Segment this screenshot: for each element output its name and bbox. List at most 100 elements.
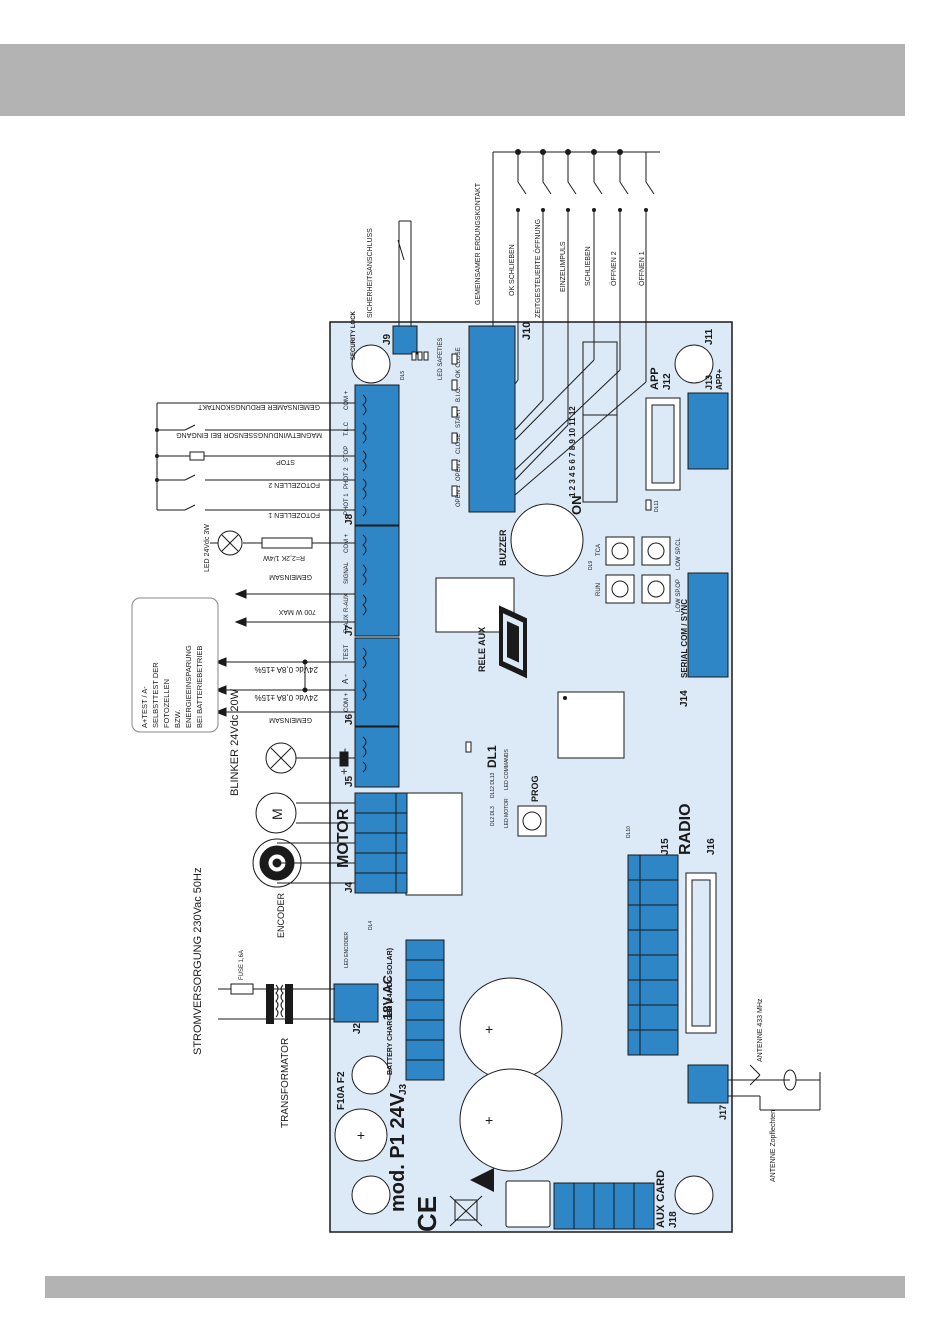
terminal-j3 (405, 939, 445, 1081)
label-antenne-433: ANTENNE 433 MHz (757, 998, 764, 1062)
tca-label: TCA (596, 544, 602, 556)
mounting-hole-mid-left (351, 1055, 391, 1095)
label-gemeinsam: GEMEINSAM (269, 573, 312, 580)
terminal-j17-antenna (687, 1064, 729, 1104)
relay-label: RELE AUX (477, 627, 487, 672)
j2-label: J2 (352, 1022, 363, 1034)
input-close: CLOSE (456, 434, 462, 454)
j8-label: J8 (344, 513, 355, 525)
led-lamp-wiring (210, 530, 355, 556)
input-open1: OPEN 1 (456, 484, 462, 507)
j15-label: J15 (660, 838, 671, 855)
label-encoder: ENCODER (276, 892, 286, 938)
input-open2: OPEN 2 (456, 458, 462, 481)
led-safeties-label: LED SAFETIES (438, 338, 444, 380)
dip-numbers: 1 2 3 4 5 6 7 8 9 10 11 12 (568, 406, 577, 497)
footer-bar (45, 1276, 905, 1298)
input-start: START (456, 409, 462, 428)
label-antenne-zopf: ANTENNE Zopflechten (770, 1110, 777, 1182)
info-line3: FOTOZELLEN (162, 679, 171, 728)
safety-wiring (156, 402, 355, 511)
dl5-label: DL5 (400, 371, 406, 380)
j18-label: J18 (668, 1211, 679, 1228)
led-commands-label: LED COMMANDS (504, 748, 510, 790)
terminal-j4 (354, 792, 408, 894)
terminal-j14-serial (687, 572, 729, 678)
info-line4: BZW. (173, 710, 182, 728)
label-fuse: FUSE 1,6A (239, 950, 245, 980)
j4-label: J4 (344, 881, 355, 893)
dl12-dl13-label: DL12 DL13 (490, 772, 496, 798)
ac-18v-label: 18V AC (380, 974, 395, 1020)
label-oeffnen1: ÖFFNEN 1 (638, 251, 646, 286)
mounting-hole-top-right (674, 344, 714, 384)
info-line2: SELBSTTEST DER (151, 662, 160, 728)
j6-test: TEST (344, 644, 350, 660)
esd-warning-icon (470, 1168, 494, 1192)
aux-card-label: AUX CARD (655, 1170, 667, 1228)
label-ok-schliessen: OK SCHLIEBEN (509, 244, 516, 296)
j3-label: J3 (398, 1083, 409, 1095)
label-stop: STOP (276, 458, 295, 465)
j7-r-aux: R-AUX (344, 593, 350, 612)
j7-signal: SIGNAL (344, 561, 350, 584)
serial-label: SERIAL COM / SYNC (680, 599, 689, 678)
j6-a-minus: A - (341, 674, 350, 684)
model-label: mod. P1 24V (387, 1092, 409, 1212)
antenna-wiring (728, 1064, 821, 1111)
low-sp-cl-label: LOW SP.CL (676, 537, 682, 570)
terminal-j10 (468, 325, 516, 513)
battery-charger-label: BATTERY CHARGER (24 VDC SOLAR) (387, 948, 394, 1075)
header-bar (0, 44, 905, 116)
dl10-label: DL10 (626, 826, 632, 838)
blinker-lamp (265, 742, 355, 774)
j8-tlc: T.L.C (344, 421, 350, 436)
terminal-j18-aux-card (553, 1182, 655, 1230)
label-24v-com: 24Vdc 0,8A ±15% (254, 693, 318, 702)
led-motor-label: LED MOTOR (504, 798, 510, 828)
capacitor-1 (459, 977, 563, 1081)
dl1-label: DL1 (485, 745, 499, 768)
svg-text:+: + (485, 1112, 493, 1128)
mounting-hole-top-left (351, 344, 391, 384)
j9-label: J9 (382, 333, 393, 345)
input-ok-close: OK CLOSE (456, 347, 462, 378)
j11-label: J11 (704, 328, 715, 345)
j12-label: J12 (662, 373, 673, 390)
fuse-f2-holder (334, 1108, 388, 1162)
label-fotozellen1: FOTOZELLEN 1 (268, 511, 320, 518)
terminal-j7 (354, 525, 400, 637)
dl11-label: DL11 (654, 500, 660, 512)
low-sp-op-label: LOW SP.OP (676, 579, 682, 612)
prog-label: PROG (530, 775, 540, 802)
security-lock-label: SECURITY LOCK (351, 310, 357, 360)
j5-label: J5 (344, 775, 355, 787)
terminal-j9 (392, 325, 418, 355)
mounting-hole-bottom-right (674, 1175, 714, 1215)
info-line5: ENERGIEEINSPARUNG (184, 645, 193, 728)
label-transformator: TRANSFORMATOR (280, 1038, 291, 1128)
label-gemeinsam2: GEMEINSAM (269, 716, 312, 723)
j17-label: J17 (718, 1105, 728, 1120)
label-sicherheitsanschluss: SICHERHEITSANSCHLUSS (367, 228, 374, 318)
input-wiring (492, 151, 660, 496)
info-box (131, 597, 219, 733)
info-line1: A+TEST / A- (140, 686, 149, 728)
svg-text:+: + (485, 1021, 493, 1037)
label-resistor: R=2,2K 1/4W (263, 554, 305, 561)
label-led-24vdc: LED 24Vdc 3W (204, 524, 211, 572)
motor-wiring (252, 792, 355, 888)
label-zeitgesteuerte: ZEITGESTEUERTE ÖFFNUNG (534, 219, 542, 318)
j10-label: J10 (521, 322, 533, 340)
label-24v-test: 24Vdc 0,8A ±15% (254, 665, 318, 674)
security-wiring (397, 220, 412, 326)
label-700w-max: 700 W MAX (278, 608, 316, 615)
j7-label: J7 (344, 624, 355, 636)
app-label: APP (649, 367, 661, 390)
j13-label: J13 (704, 375, 714, 390)
aux-arrows (214, 589, 355, 717)
radio-label: RADIO (677, 803, 694, 855)
label-gem-erdungskontakt-left: GEMEINSAMER ERDUNGSKONTAKT (197, 403, 320, 410)
buzzer-label: BUZZER (498, 529, 508, 566)
